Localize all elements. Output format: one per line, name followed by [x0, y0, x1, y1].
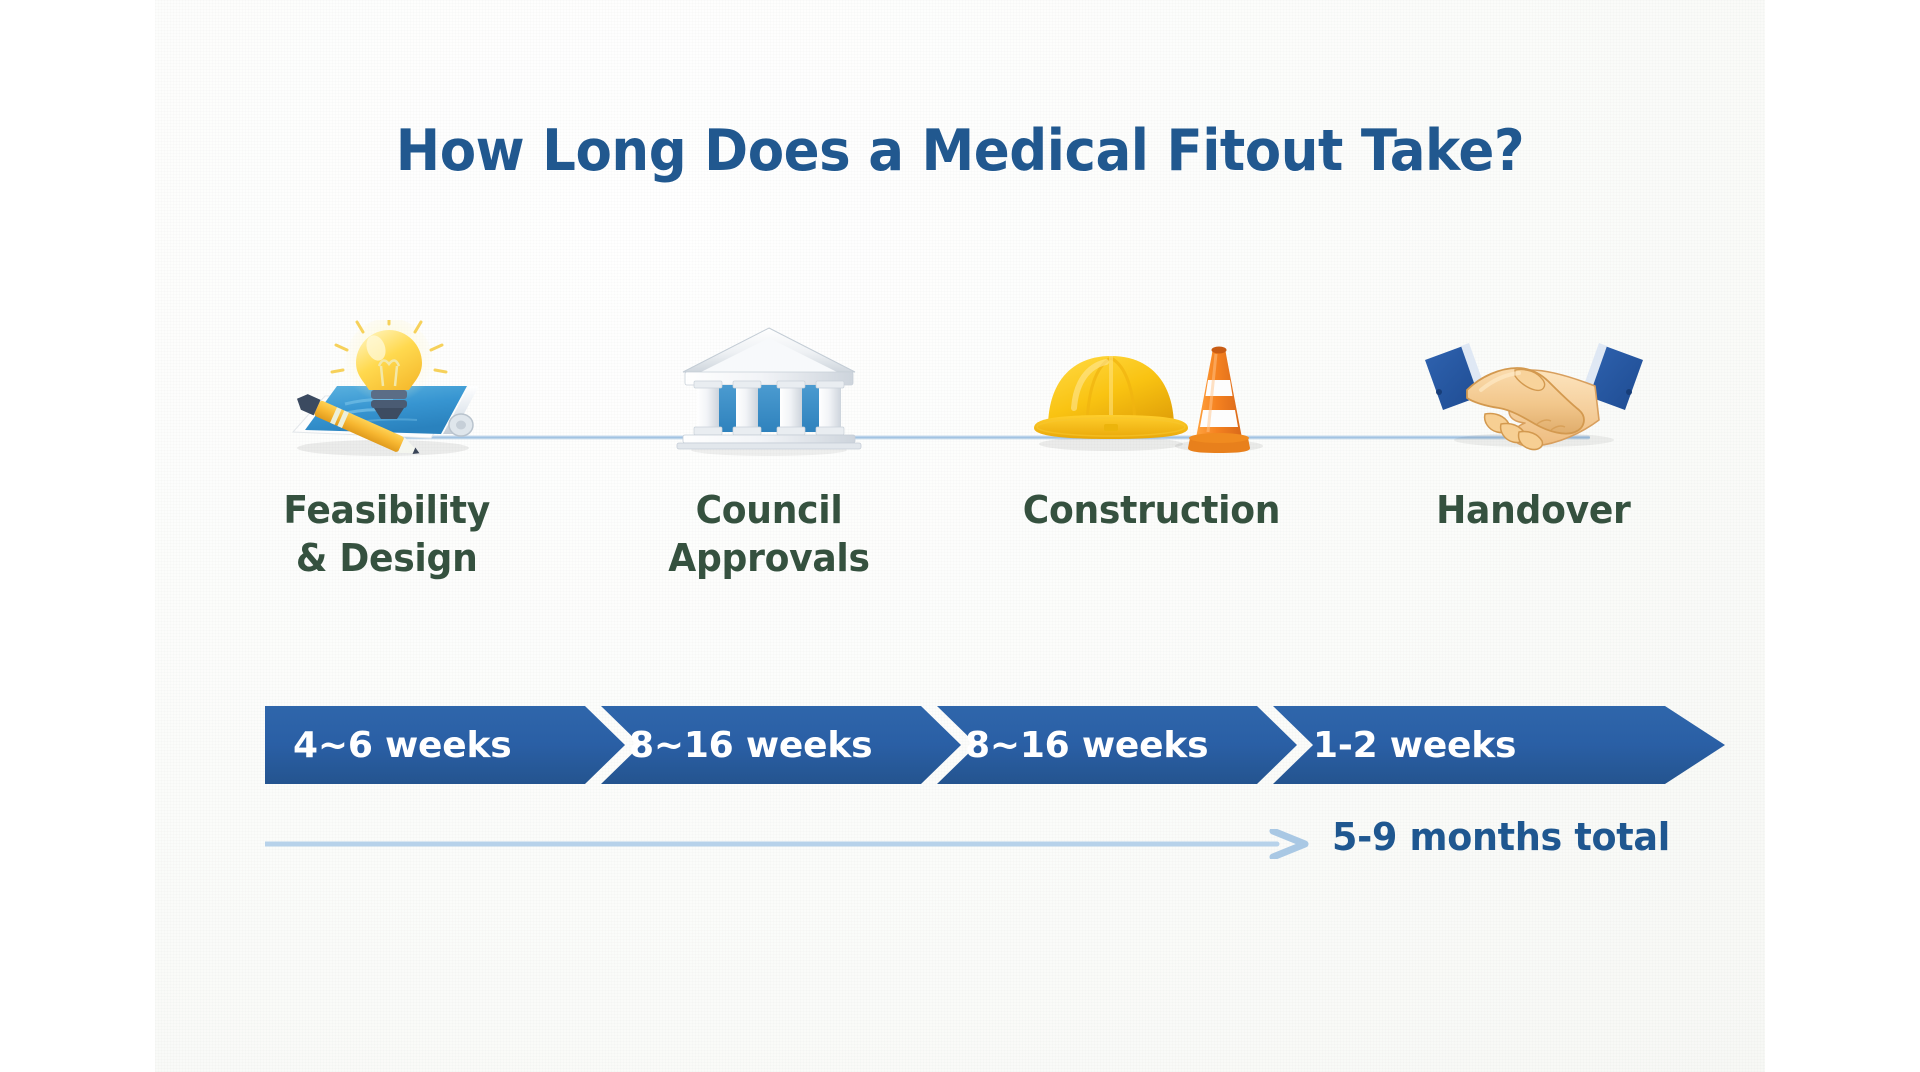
stage-item-construction[interactable]: Construction — [960, 320, 1343, 610]
infographic-sheet — [155, 0, 1765, 1072]
duration-segment-1: 4~6 weeks — [265, 706, 625, 784]
duration-text: 8~16 weeks — [965, 725, 1208, 766]
right-arrow-icon — [265, 829, 1309, 859]
duration-text: 1-2 weeks — [1313, 725, 1516, 766]
stage-item-feasibility-design[interactable]: Feasibility & Design — [195, 320, 578, 610]
government-building-icon — [578, 320, 961, 460]
stage-item-council-approvals[interactable]: Council Approvals — [578, 320, 961, 610]
stage-list: Feasibility & Design — [195, 320, 1725, 610]
duration-band: 4~6 weeks 8~16 weeks 8~16 weeks 1-2 week… — [265, 706, 1725, 784]
total-duration-label: 5-9 months total — [1332, 815, 1670, 859]
stage-label: Council Approvals — [668, 488, 870, 580]
total-duration-row: 5-9 months total — [265, 815, 1725, 877]
duration-text: 4~6 weeks — [293, 725, 511, 766]
hardhat-cone-icon — [960, 320, 1343, 460]
blueprint-lightbulb-icon — [195, 320, 578, 460]
stage-label: Construction — [1022, 488, 1281, 532]
duration-segment-3: 8~16 weeks — [937, 706, 1297, 784]
stage-label: Handover — [1436, 488, 1632, 532]
duration-text: 8~16 weeks — [629, 725, 872, 766]
page-title: How Long Does a Medical Fitout Take? — [395, 118, 1525, 184]
duration-segment-2: 8~16 weeks — [601, 706, 961, 784]
handshake-icon — [1343, 320, 1726, 460]
stage-label: Feasibility & Design — [282, 488, 490, 580]
stage-item-handover[interactable]: Handover — [1343, 320, 1726, 610]
duration-segment-4: 1-2 weeks — [1273, 706, 1725, 784]
stage-connector-line — [400, 435, 1590, 440]
